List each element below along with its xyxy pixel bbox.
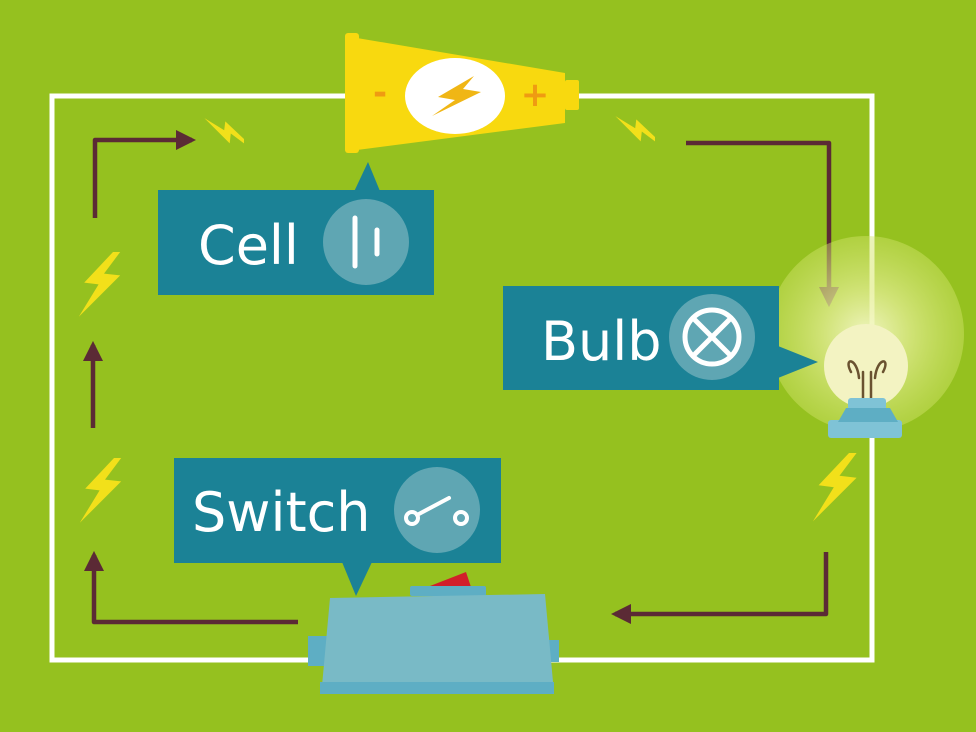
bulb-filament	[847, 360, 887, 402]
lightning-bolt-icon	[79, 458, 122, 523]
bulb-base	[828, 420, 902, 438]
cell-label-text: Cell	[198, 214, 299, 277]
lightning-bolt-icon	[812, 453, 857, 522]
wire-left	[49, 93, 352, 663]
switch-symbol-icon	[394, 467, 480, 553]
lightning-bolt-icon	[615, 116, 655, 142]
cell-label: Cell	[158, 162, 434, 295]
bulb-neck	[848, 398, 886, 411]
switch-symbol-lever	[415, 496, 451, 517]
switch-base	[320, 682, 554, 694]
battery-cap-left	[345, 33, 359, 153]
switch-label-pointer	[342, 562, 372, 596]
switch-lever-mount	[410, 586, 486, 596]
bulb	[768, 236, 964, 438]
battery-terminal	[565, 80, 579, 110]
bulb-glass	[824, 324, 908, 408]
lamp-symbol-ring	[682, 307, 742, 367]
bulb-socket	[838, 408, 898, 422]
switch-label-text: Switch	[192, 481, 371, 544]
current-arrow-bottom-right	[610, 552, 829, 625]
bulb-label: Bulb	[503, 286, 818, 390]
cell-label-pointer	[352, 162, 382, 196]
switch-label: Switch	[174, 458, 501, 596]
current-arrow-top-left	[92, 129, 197, 218]
switch-body	[322, 594, 553, 686]
battery-minus-sign: -	[373, 73, 387, 113]
switch-lever	[430, 572, 472, 590]
lightning-icon	[432, 76, 481, 116]
lightning-bolt-icon	[78, 252, 121, 317]
switch-device	[308, 572, 559, 694]
switch-symbol-contact-right	[453, 510, 469, 526]
current-arrow-bottom-left	[83, 550, 298, 625]
battery-plus-sign: +	[521, 75, 550, 115]
switch-symbol-contact-left	[404, 510, 420, 526]
bulb-label-pointer	[778, 346, 818, 378]
lamp-symbol-cross-b	[690, 315, 734, 359]
lightning-bolt-icon	[204, 118, 244, 144]
bulb-label-text: Bulb	[541, 310, 662, 373]
battery: - +	[345, 33, 579, 153]
cell-symbol-icon	[323, 199, 409, 285]
